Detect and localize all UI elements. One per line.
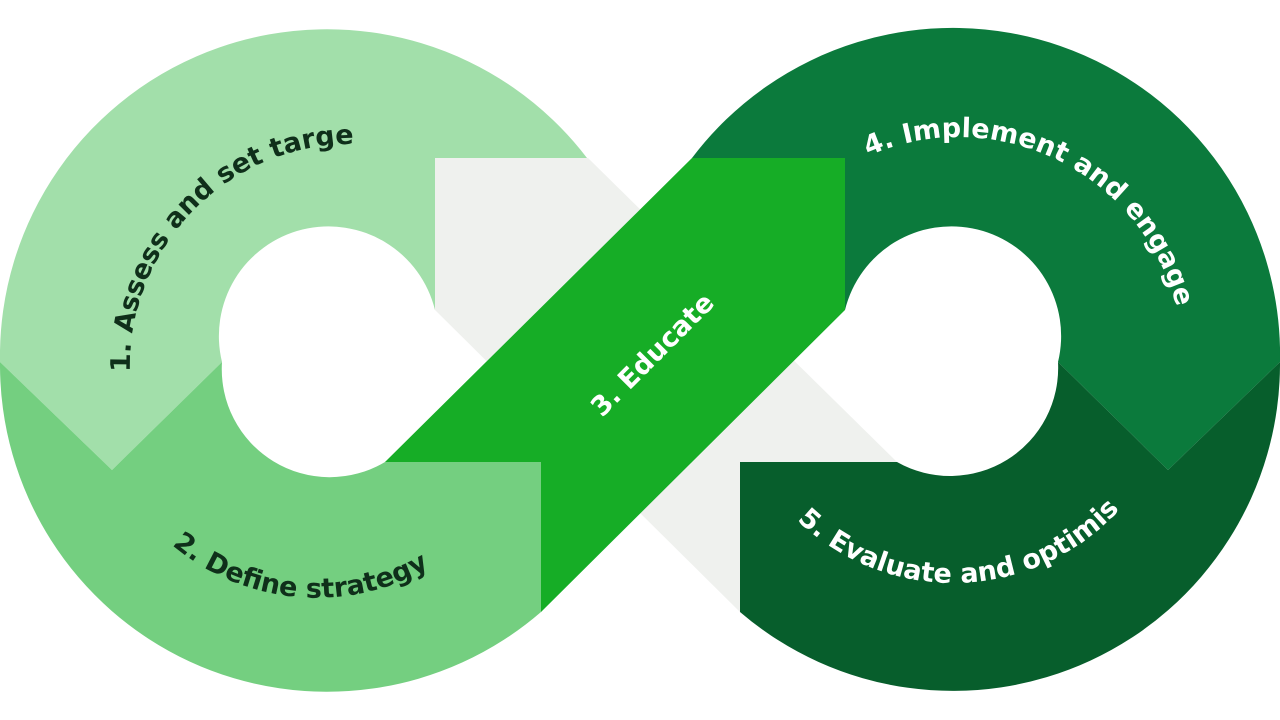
segment-implement: [692, 27, 1280, 470]
segment-assess: [0, 29, 587, 470]
segment-define: [0, 362, 541, 692]
segment-evaluate: [740, 362, 1280, 691]
segment-educate: [385, 158, 845, 612]
